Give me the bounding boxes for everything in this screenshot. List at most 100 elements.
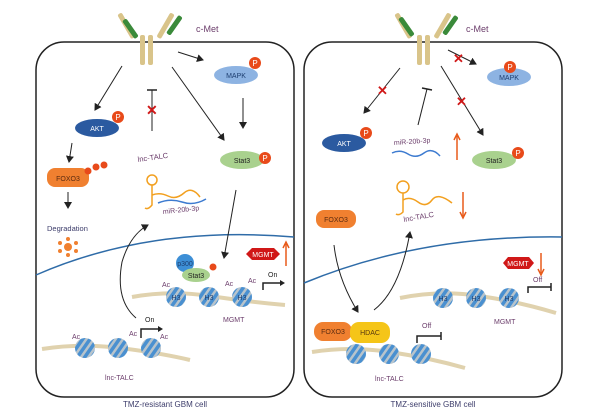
arrow-lnc-transcription — [119, 224, 149, 319]
mir-rna-icon — [391, 149, 441, 157]
akt-protein — [322, 134, 366, 152]
degradation-label: Degradation — [47, 224, 88, 233]
mir-rna-icon — [157, 198, 207, 205]
histone-label: H3 — [172, 295, 181, 302]
histone-label: H3 — [238, 295, 247, 302]
receptor-label: c-Met — [466, 24, 489, 34]
foxo3-nuclear-protein — [314, 322, 352, 341]
cell-membrane — [35, 41, 295, 398]
p300-label: p300 — [177, 261, 193, 268]
phospho-label: P — [262, 154, 267, 163]
arrow-to-akt — [363, 67, 401, 114]
acetyl-label: Ac — [162, 282, 171, 289]
acetyl-label: Ac — [225, 281, 234, 288]
histone-icon — [232, 287, 252, 307]
akt-label: AKT — [337, 141, 351, 148]
phospho-icon — [360, 127, 372, 139]
acetyl-label: Ac — [248, 278, 257, 285]
stat3-label: Stat3 — [234, 158, 250, 165]
mgmt-label: MGMT — [252, 252, 274, 259]
nuclear-membrane — [35, 233, 295, 276]
foxo3-label: FOXO3 — [56, 176, 80, 183]
lnc-gene-label: lnc-TALC — [375, 376, 404, 383]
arrow-to-stat3 — [171, 66, 225, 141]
mgmt-protein — [503, 257, 534, 269]
cmet-receptor-icon — [118, 13, 182, 65]
histone-group-mgmt — [166, 287, 252, 307]
histone-icon — [499, 288, 519, 308]
histone-icon — [199, 287, 219, 307]
mapk-label: MAPK — [226, 73, 246, 80]
mapk-protein — [487, 68, 531, 86]
lnc-talc-label: lnc-TALC — [137, 151, 169, 164]
p300-protein — [176, 254, 194, 272]
degradation-icon — [58, 237, 78, 257]
mir-label: miR-20b-3p — [394, 137, 431, 147]
phospho-label: P — [252, 59, 257, 68]
foxo3-protein — [316, 210, 356, 228]
mir-label: miR-20b-3p — [162, 205, 199, 216]
arrow-to-mapk — [177, 51, 204, 62]
mapk-protein — [214, 66, 258, 84]
arrow-lnc-transcription — [373, 231, 413, 311]
blocked-x-icon: ✕ — [146, 102, 158, 118]
mapk-label: MAPK — [499, 75, 519, 82]
acetyl-label: Ac — [129, 331, 138, 338]
mgmt-protein — [246, 248, 280, 260]
histone-label: H3 — [505, 296, 514, 303]
histone-icon — [411, 344, 431, 364]
phospho-label: P — [115, 113, 120, 122]
transcription-on-arrow-icon — [140, 328, 160, 338]
mgmt-state-label: On — [268, 272, 277, 279]
arrow-foxo3-nucleus — [333, 244, 359, 313]
inhibition-line — [417, 88, 428, 126]
phospho-label: P — [363, 129, 368, 138]
akt-protein — [75, 119, 119, 137]
acetyl-label: Ac — [160, 334, 169, 341]
histone-group-lnc — [75, 338, 161, 358]
histone-icon — [466, 288, 486, 308]
lnc-talc-rna-icon — [144, 174, 201, 210]
histone-label: H3 — [205, 295, 214, 302]
histone-group-mgmt — [433, 288, 519, 308]
akt-label: AKT — [90, 126, 104, 133]
lnc-state-label: On — [145, 317, 154, 324]
stat3-protein — [472, 151, 516, 169]
cell-membrane — [303, 41, 563, 398]
cmet-receptor-icon — [395, 13, 458, 65]
lnc-talc-label: lnc-TALC — [403, 210, 435, 224]
arrow-to-stat3 — [440, 65, 484, 136]
phospho-icon — [100, 161, 108, 169]
phospho-icon — [512, 147, 524, 159]
panel-caption: TMZ-sensitive GBM cell — [391, 400, 476, 409]
phospho-label: P — [507, 63, 512, 72]
histone-icon — [433, 288, 453, 308]
blocked-x-icon: ✕ — [456, 94, 467, 109]
arrow-akt-foxo3 — [65, 142, 74, 163]
blocked-x-icon: ✕ — [377, 83, 388, 98]
inhibition-bar — [421, 87, 433, 91]
mgmt-gene-label: MGMT — [494, 319, 516, 326]
transcription-off-icon — [416, 332, 442, 343]
panel-resistant: c-Met ✕ MAPK P AKT P FOXO3 Degradation — [35, 13, 295, 409]
phospho-icon — [209, 263, 217, 271]
acetyl-label: Ac — [72, 334, 81, 341]
hdac-protein — [350, 322, 390, 343]
histone-icon — [108, 338, 128, 358]
hdac-label: HDAC — [360, 330, 380, 337]
phospho-icon — [504, 61, 516, 73]
foxo3-label: FOXO3 — [324, 217, 348, 224]
phospho-icon — [84, 167, 92, 175]
stat3-nuclear — [182, 268, 210, 282]
arrow-to-mapk — [447, 49, 477, 65]
arrow-to-akt — [94, 65, 123, 111]
phospho-icon — [92, 163, 100, 171]
receptor-label: c-Met — [196, 24, 219, 34]
lnc-state-label: Off — [422, 323, 431, 330]
foxo3-protein — [47, 168, 89, 187]
panel-caption: TMZ-resistant GBM cell — [123, 400, 207, 409]
histone-label: H3 — [439, 296, 448, 303]
histone-icon — [166, 287, 186, 307]
phospho-icon — [259, 152, 271, 164]
